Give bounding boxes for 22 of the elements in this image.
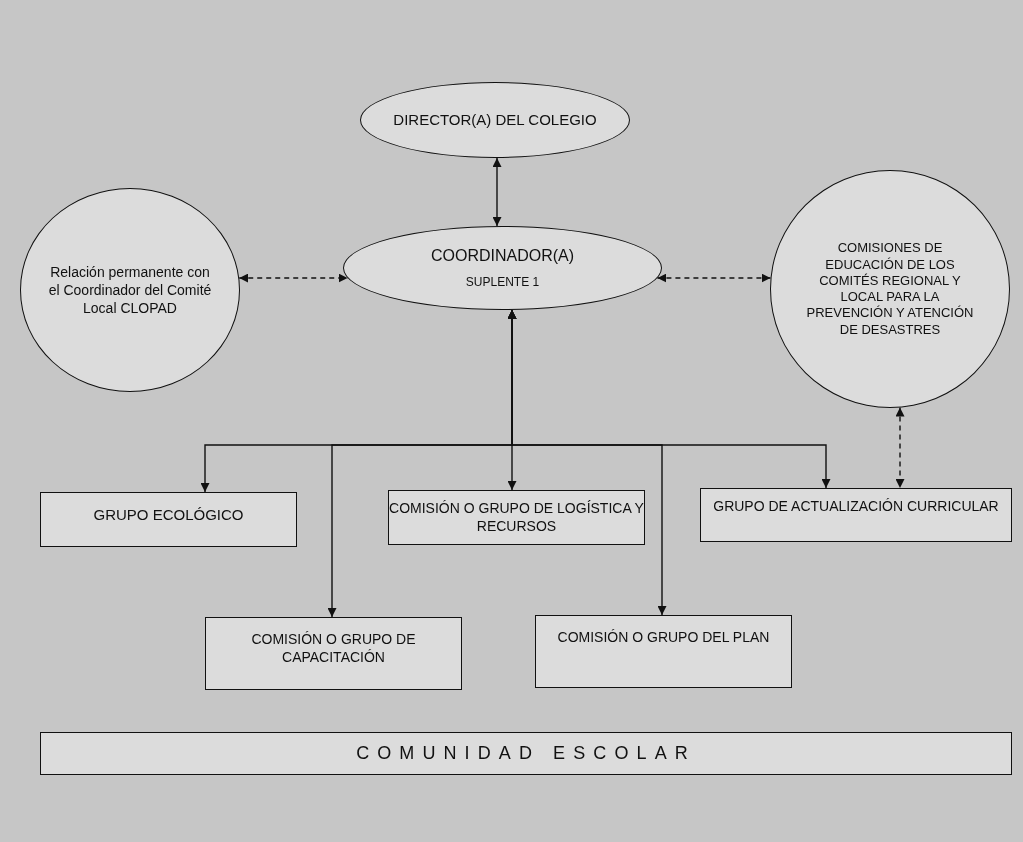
- process-box: [40, 732, 1012, 775]
- node-title: COMISIÓN O GRUPO DEL PLAN: [557, 628, 770, 647]
- dashed-arrow: [238, 273, 349, 283]
- node-title: GRUPO DE ACTUALIZACIÓN CURRICULAR: [713, 497, 999, 516]
- node-title: COMISIÓN O GRUPO DE LOGÍSTICA Y RECURSOS: [389, 499, 644, 536]
- node-title: DIRECTOR(A) DEL COLEGIO: [393, 110, 597, 130]
- arrow: [507, 309, 667, 616]
- process-box: [205, 617, 462, 690]
- node-title: COMISIÓN O GRUPO DE CAPACITACIÓN: [250, 630, 417, 667]
- node-title: Relación permanente con el Coordinador del Comité Local CLOPAD: [47, 262, 213, 318]
- dashed-arrow: [895, 406, 905, 489]
- process-box: [388, 490, 645, 545]
- node-subtitle: SUPLENTE 1: [465, 274, 540, 291]
- node-title: GRUPO ECOLÓGICO: [93, 505, 244, 525]
- node-title: COMUNIDAD ESCOLAR: [356, 741, 696, 765]
- dashed-arrow: [656, 273, 772, 283]
- process-box: [40, 492, 297, 547]
- process-box: [700, 488, 1012, 542]
- process-box: [535, 615, 792, 688]
- node-title: COORDINADOR(A): [430, 245, 575, 266]
- arrow: [492, 157, 502, 227]
- node-title: COMISIONES DE EDUCACIÓN DE LOS COMITÉS REGIONAL Y LOCAL PARA LA PREVENCIÓN Y ATENCIÓN DE DESASTRES: [805, 240, 975, 338]
